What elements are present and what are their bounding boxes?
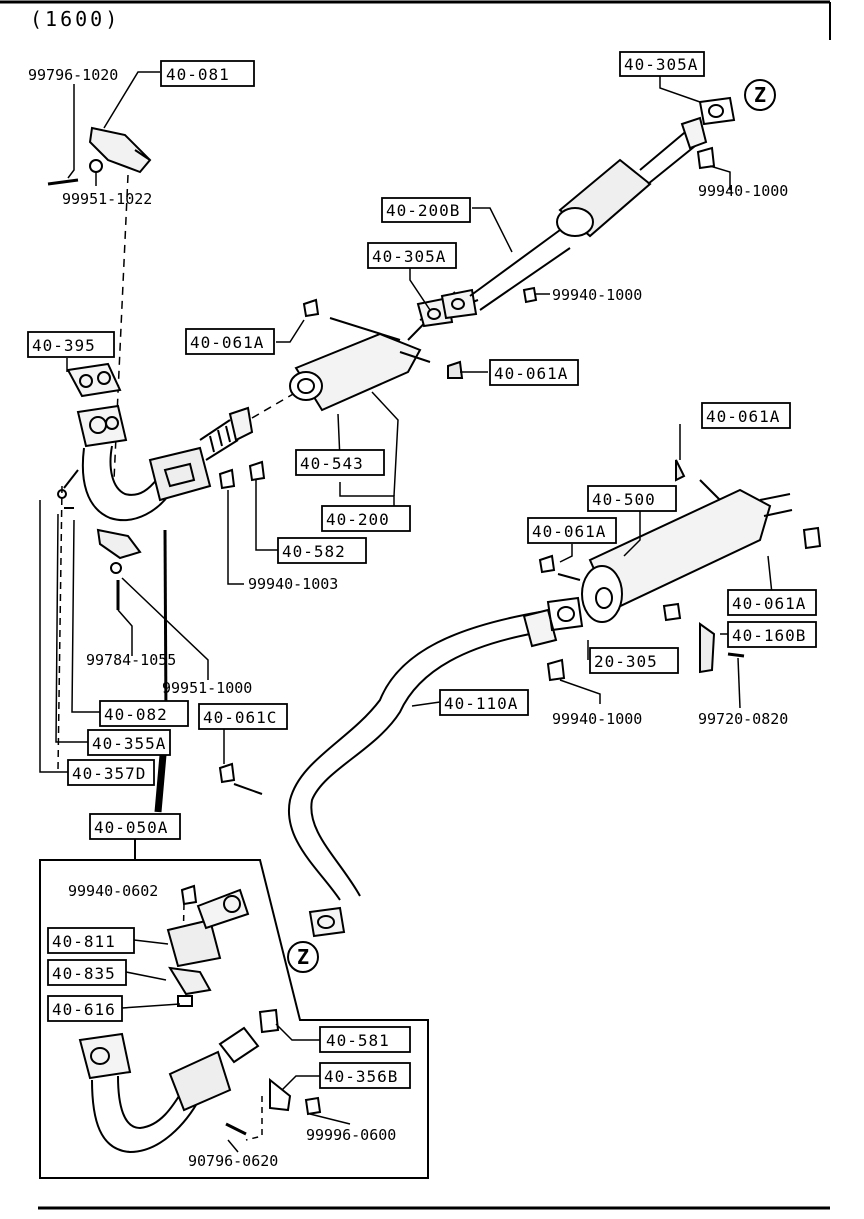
callout-40-082: 40-082 [104, 705, 168, 724]
callout-40-061a-2: 40-061A [494, 364, 568, 383]
part-99940-1003: 99940-1003 [248, 575, 338, 593]
callout-40-061a-4: 40-061A [532, 522, 606, 541]
part-99951-1022: 99951-1022 [62, 190, 152, 208]
callout-40-200b: 40-200B [386, 201, 460, 220]
part-99996-0600: 99996-0600 [306, 1126, 396, 1144]
callout-40-081: 40-081 [166, 65, 230, 84]
part-99720-0820: 99720-0820 [698, 710, 788, 728]
callout-40-395: 40-395 [32, 336, 96, 355]
z-marker-circle-bottom [287, 941, 319, 973]
callout-labels: 40-081 40-305A 40-200B 40-305A 40-061A 4… [32, 55, 806, 1086]
upper-assembly-drawing [47, 126, 301, 813]
part-90796-0620: 90796-0620 [188, 1152, 278, 1170]
callout-40-357d: 40-357D [72, 764, 146, 783]
center-pipe-drawing [469, 96, 736, 311]
callout-boxes [27, 51, 817, 1089]
callout-40-061a-1: 40-061A [190, 333, 264, 352]
part-99940-1000-mid: 99940-1000 [552, 286, 642, 304]
callout-20-305: 20-305 [594, 652, 658, 671]
callout-40-355a: 40-355A [92, 734, 166, 753]
resonator-drawing [218, 286, 538, 490]
part-99784-1055: 99784-1055 [86, 651, 176, 669]
z-marker-top: Z [754, 83, 766, 107]
callout-40-061a-3: 40-061A [706, 407, 780, 426]
part-99940-1000-top: 99940-1000 [698, 182, 788, 200]
rear-muffler-drawing [538, 459, 822, 674]
z-markers: Z Z [287, 79, 776, 973]
callout-40-110a: 40-110A [444, 694, 518, 713]
callout-40-811: 40-811 [52, 932, 116, 951]
callout-40-050a: 40-050A [94, 818, 168, 837]
part-99951-1000: 99951-1000 [162, 679, 252, 697]
callout-40-200: 40-200 [326, 510, 390, 529]
callout-40-305a-top: 40-305A [624, 55, 698, 74]
callout-40-582: 40-582 [282, 542, 346, 561]
diagram-title: (1600) [30, 7, 120, 31]
part-99940-0602: 99940-0602 [68, 882, 158, 900]
inset-box [39, 838, 429, 1179]
callout-40-581: 40-581 [326, 1031, 390, 1050]
callout-40-500: 40-500 [592, 490, 656, 509]
callout-40-543: 40-543 [300, 454, 364, 473]
callout-40-160b: 40-160B [732, 626, 806, 645]
callout-40-305a-mid: 40-305A [372, 247, 446, 266]
z-marker-circle-top [744, 79, 776, 111]
tail-pipe-drawing [218, 596, 584, 938]
part-99796-1020: 99796-1020 [28, 66, 118, 84]
callout-40-356b: 40-356B [324, 1067, 398, 1086]
callout-40-061a-5: 40-061A [732, 594, 806, 613]
callout-40-835: 40-835 [52, 964, 116, 983]
callout-40-061c: 40-061C [203, 708, 277, 727]
callout-40-616: 40-616 [52, 1000, 116, 1019]
part-number-labels: 99796-1020 99951-1022 99940-1000 99940-1… [28, 66, 788, 1170]
part-99940-1000-low: 99940-1000 [552, 710, 642, 728]
z-marker-bottom: Z [297, 945, 309, 969]
leader-lines [39, 71, 776, 1153]
